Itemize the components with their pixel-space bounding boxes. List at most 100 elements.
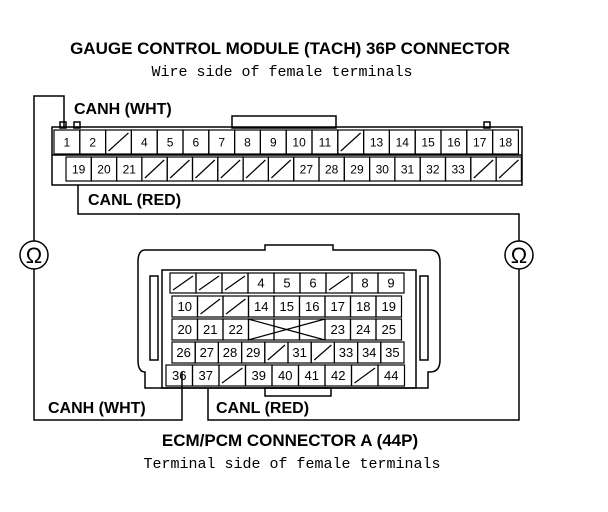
ecm-connector-title: ECM/PCM CONNECTOR A (44P) xyxy=(162,431,418,450)
ecm-connector-shell xyxy=(137,244,441,389)
gauge-terminal-33: 33 xyxy=(451,162,465,176)
empty-cavity-mark xyxy=(224,275,246,291)
empty-cavity-mark xyxy=(267,344,286,361)
ecm-cell xyxy=(375,295,403,318)
ecm-canh-label: CANH (WHT) xyxy=(48,400,146,417)
gauge-terminal-1: 1 xyxy=(64,135,71,149)
empty-cavity-mark xyxy=(169,159,190,179)
ecm-terminal-25: 25 xyxy=(382,322,396,337)
ecm-terminal-42: 42 xyxy=(331,368,345,383)
ecm-terminal-31: 31 xyxy=(292,345,306,360)
empty-cavity-mark xyxy=(225,298,246,315)
ecm-terminal-26: 26 xyxy=(176,345,190,360)
gauge-terminal-21: 21 xyxy=(123,162,137,176)
empty-cavity-mark xyxy=(108,132,129,152)
gauge-terminal-32: 32 xyxy=(426,162,440,176)
gauge-terminal-28: 28 xyxy=(325,162,339,176)
ohm-symbol-right: Ω xyxy=(511,243,527,268)
gauge-terminal-18: 18 xyxy=(499,135,513,149)
gauge-terminal-19: 19 xyxy=(72,162,86,176)
empty-cavity-mark xyxy=(270,159,292,179)
ecm-terminal-40: 40 xyxy=(278,368,292,383)
gauge-cell xyxy=(492,129,520,155)
gauge-terminal-30: 30 xyxy=(376,162,390,176)
gauge-terminal-16: 16 xyxy=(447,135,461,149)
ohm-symbol-left: Ω xyxy=(26,243,42,268)
ecm-terminal-37: 37 xyxy=(199,368,213,383)
ecm-terminal-15: 15 xyxy=(280,299,294,314)
gauge-terminal-27: 27 xyxy=(300,162,314,176)
gauge-terminal-13: 13 xyxy=(370,135,384,149)
empty-cavity-mark xyxy=(220,159,241,179)
blank-block-cross xyxy=(247,318,326,341)
wire-canl-bottom xyxy=(207,269,520,421)
gauge-cell xyxy=(495,156,523,182)
gauge-terminal-2: 2 xyxy=(89,135,96,149)
gauge-terminal-8: 8 xyxy=(244,135,251,149)
gauge-canh-label: CANH (WHT) xyxy=(74,101,172,118)
ecm-terminal-17: 17 xyxy=(331,299,345,314)
ecm-cell xyxy=(380,341,405,364)
wire-canh-bottom xyxy=(33,269,183,421)
ecm-terminal-22: 22 xyxy=(229,322,243,337)
ecm-connector-subtitle: Terminal side of female terminals xyxy=(143,456,440,473)
gauge-terminal-7: 7 xyxy=(218,135,225,149)
ecm-terminal-20: 20 xyxy=(178,322,192,337)
ecm-terminal-27: 27 xyxy=(200,345,214,360)
ecm-cell xyxy=(377,364,406,387)
gauge-terminal-9: 9 xyxy=(270,135,277,149)
ecm-terminal-21: 21 xyxy=(203,322,217,337)
wire-canl-top xyxy=(77,185,520,241)
empty-cavity-mark xyxy=(245,159,266,179)
empty-cavity-mark xyxy=(354,367,376,384)
empty-cavity-mark xyxy=(473,159,494,179)
gauge-terminal-4: 4 xyxy=(141,135,148,149)
ecm-terminal-8: 8 xyxy=(361,276,368,291)
gauge-terminal-20: 20 xyxy=(97,162,111,176)
ecm-terminal-9: 9 xyxy=(387,276,394,291)
ecm-cell xyxy=(375,318,403,341)
gauge-terminal-6: 6 xyxy=(193,135,200,149)
ecm-terminal-44: 44 xyxy=(384,368,398,383)
ecm-terminal-36: 36 xyxy=(172,368,186,383)
gauge-terminal-17: 17 xyxy=(473,135,487,149)
ecm-terminal-33: 33 xyxy=(339,345,353,360)
empty-cavity-mark xyxy=(328,275,350,291)
ecm-terminal-4: 4 xyxy=(257,276,264,291)
empty-cavity-mark xyxy=(144,159,165,179)
ecm-terminal-18: 18 xyxy=(356,299,370,314)
ecm-terminal-19: 19 xyxy=(382,299,396,314)
ecm-terminal-34: 34 xyxy=(362,345,376,360)
empty-cavity-mark xyxy=(313,344,332,361)
empty-cavity-mark xyxy=(172,275,194,291)
ecm-terminal-24: 24 xyxy=(356,322,370,337)
ecm-terminal-23: 23 xyxy=(331,322,345,337)
empty-cavity-mark xyxy=(498,159,519,179)
ecm-cell xyxy=(377,272,405,294)
ecm-canl-label: CANL (RED) xyxy=(216,400,309,417)
ecm-terminal-41: 41 xyxy=(305,368,319,383)
empty-cavity-mark xyxy=(200,298,221,315)
empty-cavity-mark xyxy=(221,367,243,384)
empty-cavity-mark xyxy=(340,132,362,152)
gauge-terminal-31: 31 xyxy=(401,162,415,176)
ecm-terminal-16: 16 xyxy=(305,299,319,314)
empty-cavity-mark xyxy=(198,275,220,291)
gauge-terminal-5: 5 xyxy=(167,135,174,149)
empty-cavity-mark xyxy=(195,159,216,179)
gauge-connector-title: GAUGE CONTROL MODULE (TACH) 36P CONNECTO… xyxy=(70,39,510,58)
gauge-connector-body xyxy=(51,126,523,186)
ecm-terminal-39: 39 xyxy=(252,368,266,383)
wire-canh-top xyxy=(33,95,65,241)
gauge-terminal-11: 11 xyxy=(319,135,332,149)
gauge-connector-subtitle: Wire side of female terminals xyxy=(151,64,412,81)
gauge-canl-label: CANL (RED) xyxy=(88,192,181,209)
ecm-terminal-6: 6 xyxy=(309,276,316,291)
gauge-terminal-15: 15 xyxy=(421,135,435,149)
ecm-terminal-35: 35 xyxy=(385,345,399,360)
gauge-terminal-29: 29 xyxy=(350,162,364,176)
ecm-terminal-28: 28 xyxy=(223,345,237,360)
ecm-terminal-29: 29 xyxy=(246,345,260,360)
ecm-terminal-10: 10 xyxy=(178,299,192,314)
